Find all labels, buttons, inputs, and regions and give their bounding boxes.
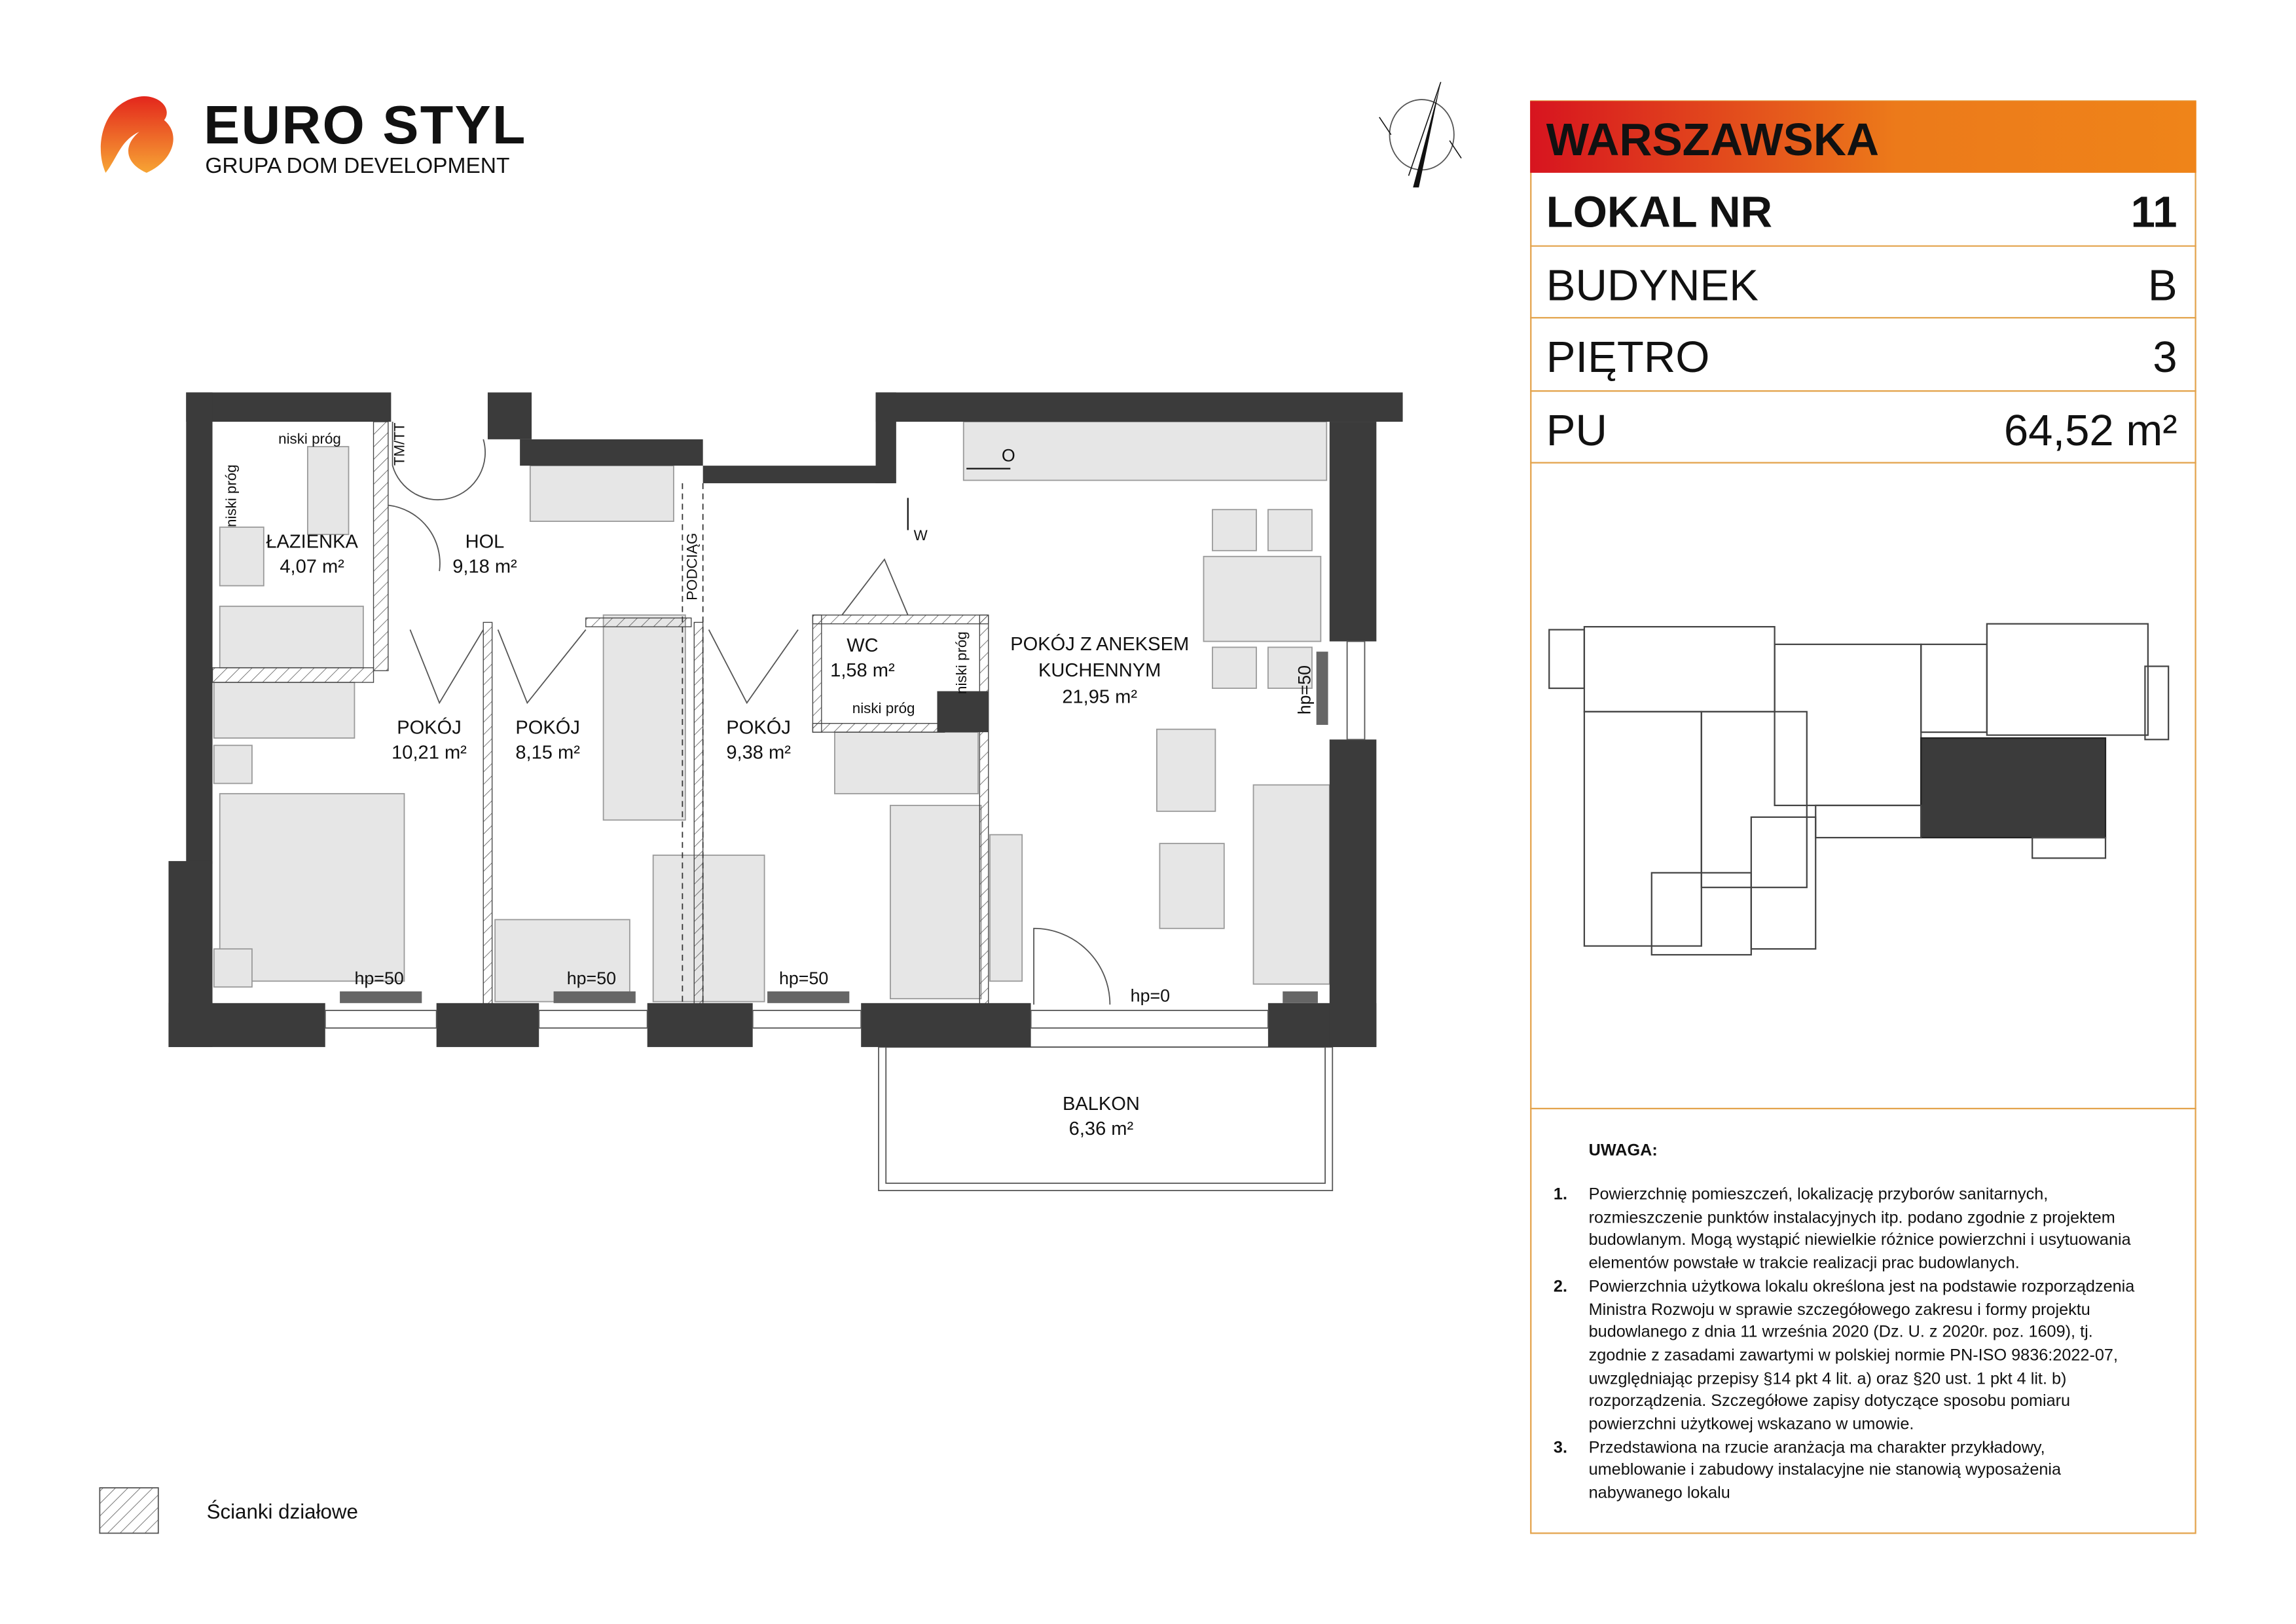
- low-threshold-label: niski próg: [223, 464, 239, 527]
- room-bedroom-3: POKÓJ 9,38 m²: [726, 716, 791, 763]
- note-line: rozmieszczenie punktów instalacyjnych it…: [1589, 1208, 2115, 1227]
- row-value: B: [2148, 261, 2178, 310]
- brand-name: EURO STYL: [204, 94, 527, 155]
- note-line: Ministra Rozwoju w sprawie szczegółowego…: [1589, 1301, 2090, 1319]
- info-row-budynek: BUDYNEK B: [1530, 261, 2196, 319]
- building-key-plan: [1548, 623, 2170, 956]
- note-line: Powierzchnię pomieszczeń, lokalizację pr…: [1589, 1185, 2049, 1203]
- note-line: nabywanego lokalu: [1589, 1484, 1730, 1502]
- room-area: 9,18 m²: [452, 556, 517, 577]
- low-threshold-label: niski próg: [278, 431, 341, 447]
- row-label: BUDYNEK: [1546, 261, 1758, 310]
- structural-walls: [168, 392, 1403, 1047]
- room-area: 4,07 m²: [280, 556, 344, 577]
- note-number: 3.: [1554, 1438, 1567, 1456]
- note-line: Powierzchnia użytkowa lokalu określona j…: [1589, 1277, 2136, 1295]
- room-bedroom-1: POKÓJ 10,21 m²: [392, 716, 467, 763]
- room-bathroom: ŁAZIENKA 4,07 m²: [266, 531, 358, 577]
- room-bedroom-2: POKÓJ 8,15 m²: [515, 716, 580, 763]
- room-name: POKÓJ Z ANEKSEM: [1010, 633, 1189, 655]
- room-living-kitchen: POKÓJ Z ANEKSEM KUCHENNYM 21,95 m²: [1010, 633, 1189, 708]
- vent-o-label: O: [1002, 445, 1015, 465]
- row-value: 64,52 m²: [2004, 406, 2178, 455]
- beam-label: PODCIĄG: [684, 533, 701, 600]
- furniture: [213, 421, 1330, 1003]
- row-value: 11: [2131, 188, 2178, 237]
- selected-unit-highlight: [1920, 737, 2107, 839]
- notes-title: UWAGA:: [1589, 1141, 1658, 1159]
- legend-label: Ścianki działowe: [207, 1500, 358, 1523]
- room-name: BALKON: [1063, 1094, 1140, 1115]
- partition-hatch-swatch: [99, 1487, 159, 1534]
- investment-name: WARSZAWSKA: [1546, 114, 1879, 165]
- sill-height-label: hp=50: [1295, 665, 1315, 714]
- room-wc: WC 1,58 m²: [830, 635, 895, 681]
- note-number: 1.: [1554, 1185, 1567, 1203]
- info-row-pu: PU 64,52 m²: [1530, 406, 2196, 464]
- room-area: 9,38 m²: [726, 742, 791, 763]
- room-area: 6,36 m²: [1069, 1118, 1134, 1139]
- investment-header: [1530, 101, 2196, 173]
- room-balcony: BALKON 6,36 m²: [1063, 1094, 1140, 1139]
- note-line: rozporządzenia. Szczegółowe zapisy dotyc…: [1589, 1392, 2070, 1410]
- room-name: POKÓJ: [397, 716, 462, 738]
- room-name: POKÓJ: [515, 716, 580, 738]
- north-compass-icon: [1379, 81, 1462, 188]
- note-line: umeblowanie i zabudowy instalacyjne nie …: [1589, 1460, 2062, 1479]
- room-name: HOL: [465, 531, 505, 552]
- sill-height-label: hp=50: [567, 969, 616, 988]
- room-name: ŁAZIENKA: [266, 531, 358, 552]
- info-panel: WARSZAWSKA LOKAL NR 11 BUDYNEK B PIĘTRO …: [1530, 100, 2196, 1534]
- room-name: KUCHENNYM: [1038, 660, 1161, 681]
- row-label: PU: [1546, 406, 1607, 455]
- door-swings: [388, 422, 1111, 1005]
- note-line: zgodnie z zasadami zawartymi w polskiej …: [1589, 1346, 2118, 1364]
- notes-section: UWAGA: 1. Powierzchnię pomieszczeń, loka…: [1554, 1141, 2135, 1502]
- sill-height-label: hp=50: [779, 969, 828, 988]
- note-number: 2.: [1554, 1277, 1567, 1295]
- room-area: 10,21 m²: [392, 742, 467, 763]
- room-name: POKÓJ: [726, 716, 791, 738]
- row-value: 3: [2153, 333, 2177, 382]
- sill-height-label: hp=0: [1131, 986, 1170, 1006]
- flame-icon: [100, 96, 173, 173]
- note-line: uwzględniając przepisy §14 pkt 4 lit. a)…: [1589, 1369, 2067, 1388]
- note-line: budowlanego z dnia 11 września 2020 (Dz.…: [1589, 1323, 2093, 1341]
- legend: Ścianki działowe: [99, 1487, 358, 1534]
- info-row-lokal: LOKAL NR 11: [1530, 188, 2196, 247]
- sill-height-label: hp=50: [354, 969, 403, 988]
- note-line: budowlanym. Mogą wystąpić niewielkie róż…: [1589, 1230, 2132, 1249]
- row-label: LOKAL NR: [1546, 188, 1772, 237]
- vent-w-label: W: [914, 527, 928, 544]
- info-row-pietro: PIĘTRO 3: [1530, 333, 2196, 392]
- partition-walls: [211, 421, 989, 1006]
- room-name: WC: [847, 635, 878, 656]
- room-area: 21,95 m²: [1062, 686, 1137, 707]
- low-threshold-label: niski próg: [953, 631, 970, 694]
- row-label: PIĘTRO: [1546, 333, 1710, 382]
- room-hall: HOL 9,18 m²: [452, 531, 517, 577]
- low-threshold-label: niski próg: [852, 700, 915, 716]
- room-area: 1,58 m²: [830, 660, 895, 681]
- note-line: Przedstawiona na rzucie aranżacja ma cha…: [1589, 1438, 2045, 1456]
- brand-tagline: GRUPA DOM DEVELOPMENT: [205, 154, 509, 178]
- note-line: powierzchni użytkowej wskazano w umowie.: [1589, 1415, 1914, 1433]
- apartment-floor-plan: ŁAZIENKA 4,07 m² HOL 9,18 m² POKÓJ 10,21…: [168, 392, 1403, 1191]
- logo: EURO STYL GRUPA DOM DEVELOPMENT: [100, 94, 527, 178]
- tmtt-label: TM/TT: [391, 422, 407, 466]
- room-area: 8,15 m²: [515, 742, 580, 763]
- windows: [324, 640, 1366, 1029]
- plan-annotations: niski próg niski próg niski próg niski p…: [223, 422, 1314, 1006]
- note-line: elementów powstałe w trakcie realizacji …: [1589, 1254, 2020, 1272]
